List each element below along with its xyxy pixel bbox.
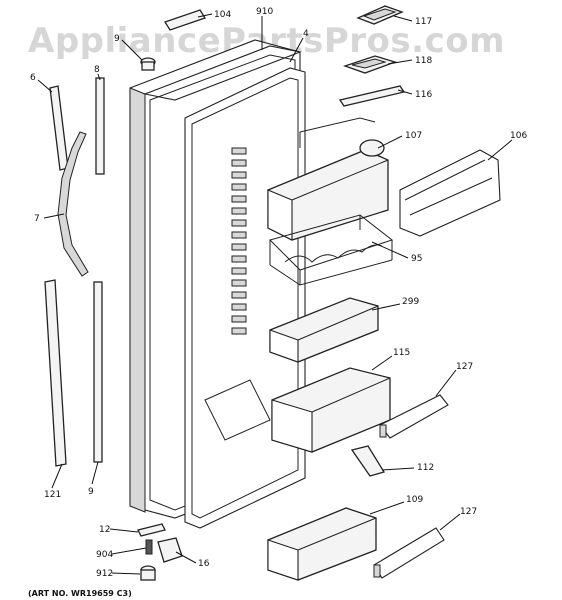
callout-labels: 104 910 9 4 117 118 116 6 8 107 106 7 95… — [30, 7, 527, 579]
liner-shelf-supports — [204, 147, 271, 441]
callout-7: 7 — [34, 214, 40, 224]
callout-9-top: 9 — [114, 34, 120, 44]
callout-104: 104 — [214, 10, 231, 20]
callout-4: 4 — [303, 29, 309, 39]
dairy-cover — [399, 149, 501, 237]
callout-121: 121 — [44, 490, 61, 500]
hinge-16 — [157, 537, 183, 563]
callout-95: 95 — [411, 254, 422, 264]
door-bin-109 — [267, 507, 377, 581]
bushing-912 — [140, 565, 156, 581]
handle-trim-121 — [44, 279, 67, 467]
clip-112 — [350, 445, 386, 477]
callout-107: 107 — [405, 131, 422, 141]
bin-front-127-top — [379, 394, 449, 439]
dairy-bin — [267, 139, 389, 241]
callout-16: 16 — [198, 559, 210, 569]
callout-109: 109 — [406, 495, 423, 505]
callout-127-bottom: 127 — [460, 507, 477, 517]
callout-117: 117 — [415, 17, 432, 27]
callout-9-bottom: 9 — [88, 487, 94, 497]
retainer-rail-107 — [299, 117, 376, 148]
callout-910: 910 — [256, 7, 273, 17]
handle-7 — [57, 131, 89, 277]
callout-116: 116 — [415, 90, 432, 100]
door-bin-299 — [269, 297, 379, 363]
handle-bracket-9 — [93, 281, 103, 463]
screw-904 — [145, 539, 153, 555]
hinge-plate-12 — [137, 523, 166, 537]
callout-118: 118 — [415, 56, 432, 66]
callout-299: 299 — [402, 297, 419, 307]
callout-912: 912 — [96, 569, 113, 579]
door-top-cap — [164, 9, 206, 31]
handle-bracket-8 — [95, 77, 105, 175]
callout-904: 904 — [96, 550, 113, 560]
bin-front-127-bottom — [373, 527, 445, 579]
rail-116 — [338, 85, 406, 107]
callout-115: 115 — [393, 348, 410, 358]
leader-lines — [37, 13, 513, 575]
callout-6: 6 — [30, 73, 36, 83]
callout-127-top: 127 — [456, 362, 473, 372]
callout-8: 8 — [94, 65, 100, 75]
callout-106: 106 — [510, 131, 527, 141]
hinge-bushing-top — [140, 57, 156, 71]
art-number: (ART NO. WR19659 C3) — [28, 589, 132, 598]
handle-trim-6 — [49, 85, 69, 171]
door-bin-115 — [271, 367, 391, 453]
wire-rack — [269, 214, 394, 286]
cover-118 — [342, 55, 398, 74]
callout-112: 112 — [417, 463, 434, 473]
callout-12: 12 — [99, 525, 110, 535]
cover-117 — [356, 5, 404, 25]
